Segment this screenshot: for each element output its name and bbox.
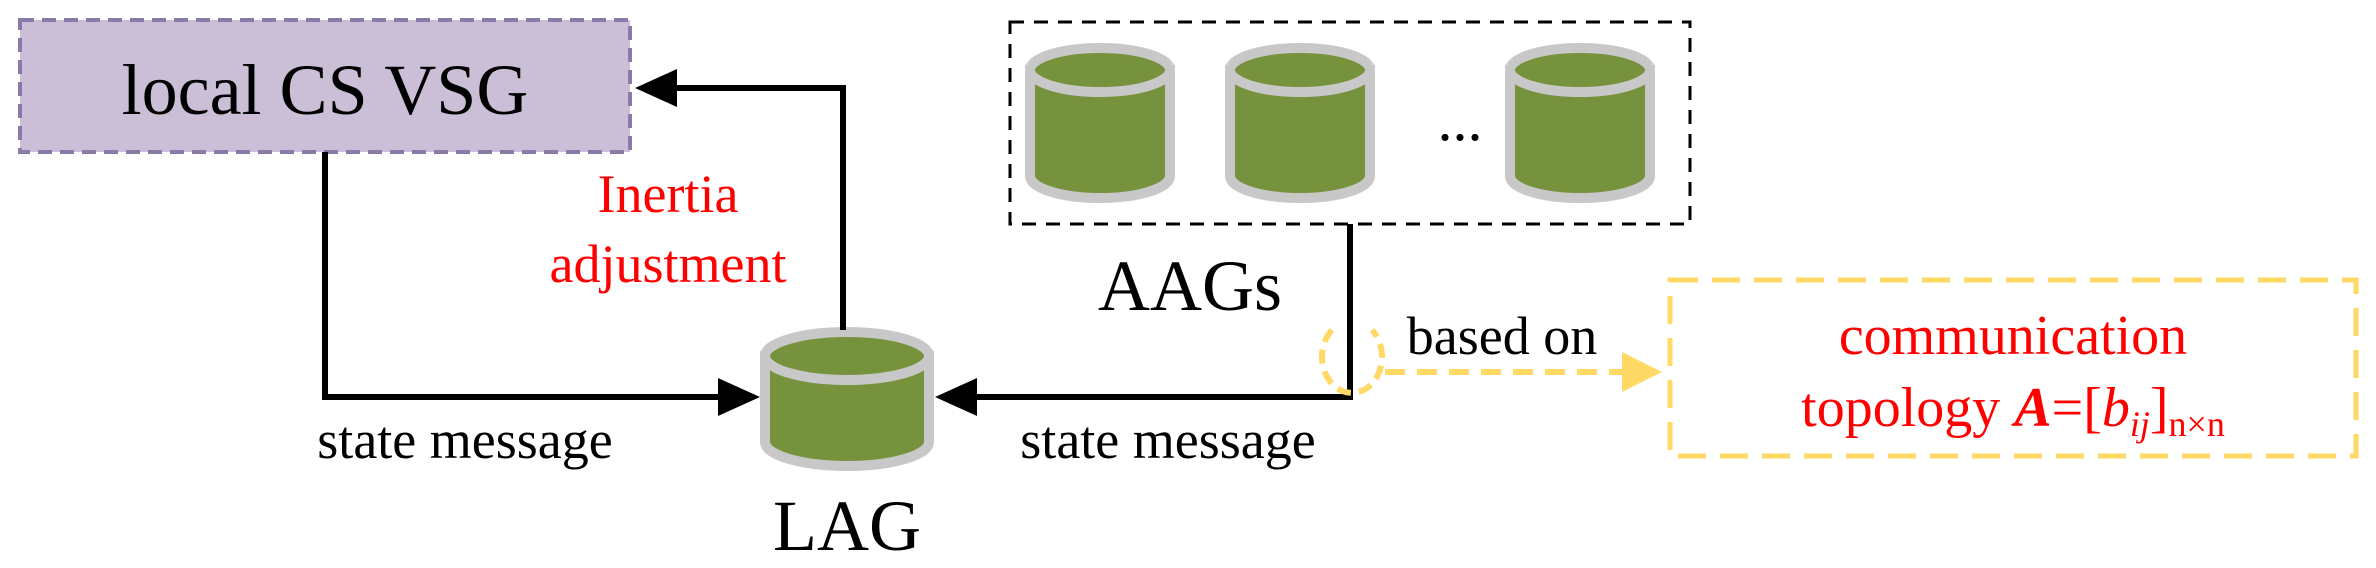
comm-topology-line1: communication (1839, 305, 2187, 367)
comm-topology-prefix: topology (1801, 377, 2014, 439)
local-vsg-box (18, 18, 632, 154)
local-vsg-label: local CS VSG (122, 50, 529, 130)
edge-vsg-to-lag: state message (317, 152, 760, 470)
aag-cylinder-icon (1225, 43, 1375, 203)
aags-ellipsis: ... (1438, 87, 1483, 153)
comm-topology-element: b (2102, 377, 2130, 439)
edge-aags-to-topology-label: based on (1407, 306, 1597, 366)
aag-cylinder-icon (1505, 43, 1655, 203)
aags-box (1008, 20, 1692, 226)
edge-aags-to-topology: based on (1319, 306, 1662, 396)
lag-node: LAG (760, 327, 934, 566)
comm-topology-box (1667, 277, 2359, 459)
aag-cylinder-icon (1025, 43, 1175, 203)
aags-label: AAGs (1098, 246, 1282, 326)
edge-lag-to-vsg: Inertia adjustment (550, 69, 846, 330)
comm-topology-equals: =[ (2052, 377, 2102, 439)
edge-aags-to-lag-label: state message (1020, 410, 1315, 470)
comm-topology-line2: topology A=[bij]n×n (1801, 377, 2225, 444)
comm-topology-matrix-symbol: A (2011, 377, 2051, 439)
comm-topology-element-sub: ij (2130, 404, 2150, 444)
based-on-circle-marker (1319, 327, 1385, 396)
lag-cylinder-icon (760, 327, 934, 471)
comm-topology-dimension: n×n (2169, 404, 2225, 444)
comm-topology-close: ] (2150, 377, 2169, 439)
edge-lag-to-vsg-label-2: adjustment (550, 234, 787, 294)
lag-label: LAG (773, 486, 921, 566)
local-vsg-node: local CS VSG (18, 18, 632, 154)
comm-topology-node: communication topology A=[bij]n×n (1667, 277, 2359, 459)
edge-aags-to-lag: state message (935, 224, 1353, 470)
aags-node: ... AAGs (1008, 20, 1692, 326)
edge-vsg-to-lag-label: state message (317, 410, 612, 470)
edge-lag-to-vsg-label-1: Inertia (598, 164, 739, 224)
